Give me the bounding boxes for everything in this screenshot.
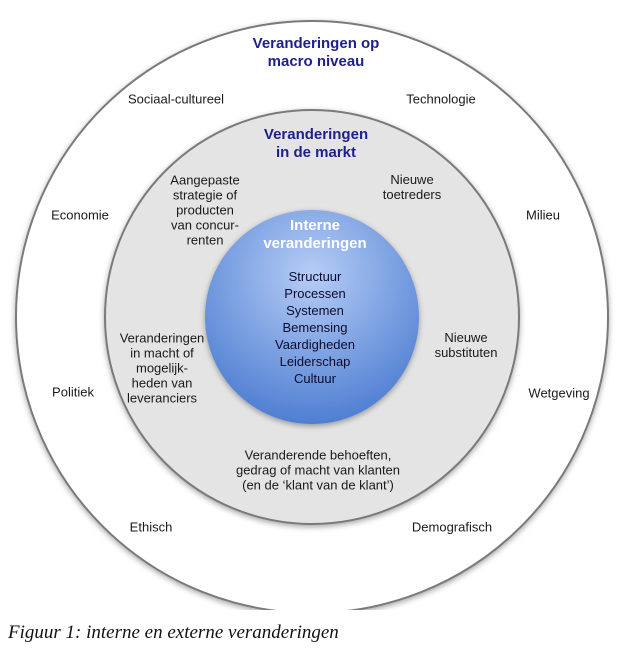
outer-ring-title: Veranderingen op macro niveau: [252, 35, 380, 70]
inner-item-bemensing: Bemensing: [282, 320, 348, 335]
middle-ring-title: Veranderingen in de markt: [263, 126, 369, 161]
outer-item-economie: Economie: [51, 207, 109, 223]
middle-item-toetreders: Nieuwe toetreders: [382, 172, 442, 202]
inner-circle: [205, 210, 419, 424]
middle-item-klanten: Veranderende behoeften, gedrag of macht …: [235, 447, 401, 493]
outer-item-politiek: Politiek: [52, 384, 94, 400]
figure-caption: Figuur 1: interne en externe verandering…: [8, 622, 339, 643]
outer-item-milieu: Milieu: [526, 207, 560, 223]
outer-item-ethisch: Ethisch: [129, 519, 173, 535]
middle-item-substituten: Nieuwe substituten: [434, 330, 498, 360]
outer-item-wetgeving: Wetgeving: [528, 385, 590, 401]
outer-item-sociaal-cultureel: Sociaal-cultureel: [127, 91, 225, 107]
middle-item-leveranciers: Veranderingen in macht of mogelijk- hede…: [119, 330, 205, 406]
concentric-circles: [15, 20, 609, 614]
middle-item-concurrenten: Aangepaste strategie of producten van co…: [170, 172, 240, 248]
inner-item-vaardigheden: Vaardigheden: [275, 337, 355, 352]
outer-item-technologie: Technologie: [406, 91, 476, 107]
inner-item-structuur: Structuur: [288, 269, 342, 284]
inner-item-processen: Processen: [284, 286, 346, 301]
inner-circle-title: Interne veranderingen: [263, 217, 367, 252]
outer-item-demografisch: Demografisch: [411, 519, 493, 535]
inner-item-cultuur: Cultuur: [294, 371, 336, 386]
inner-item-leiderschap: Leiderschap: [279, 354, 351, 369]
inner-item-systemen: Systemen: [286, 303, 344, 318]
change-diagram: Veranderingen op macro niveau Sociaal-cu…: [15, 20, 609, 614]
